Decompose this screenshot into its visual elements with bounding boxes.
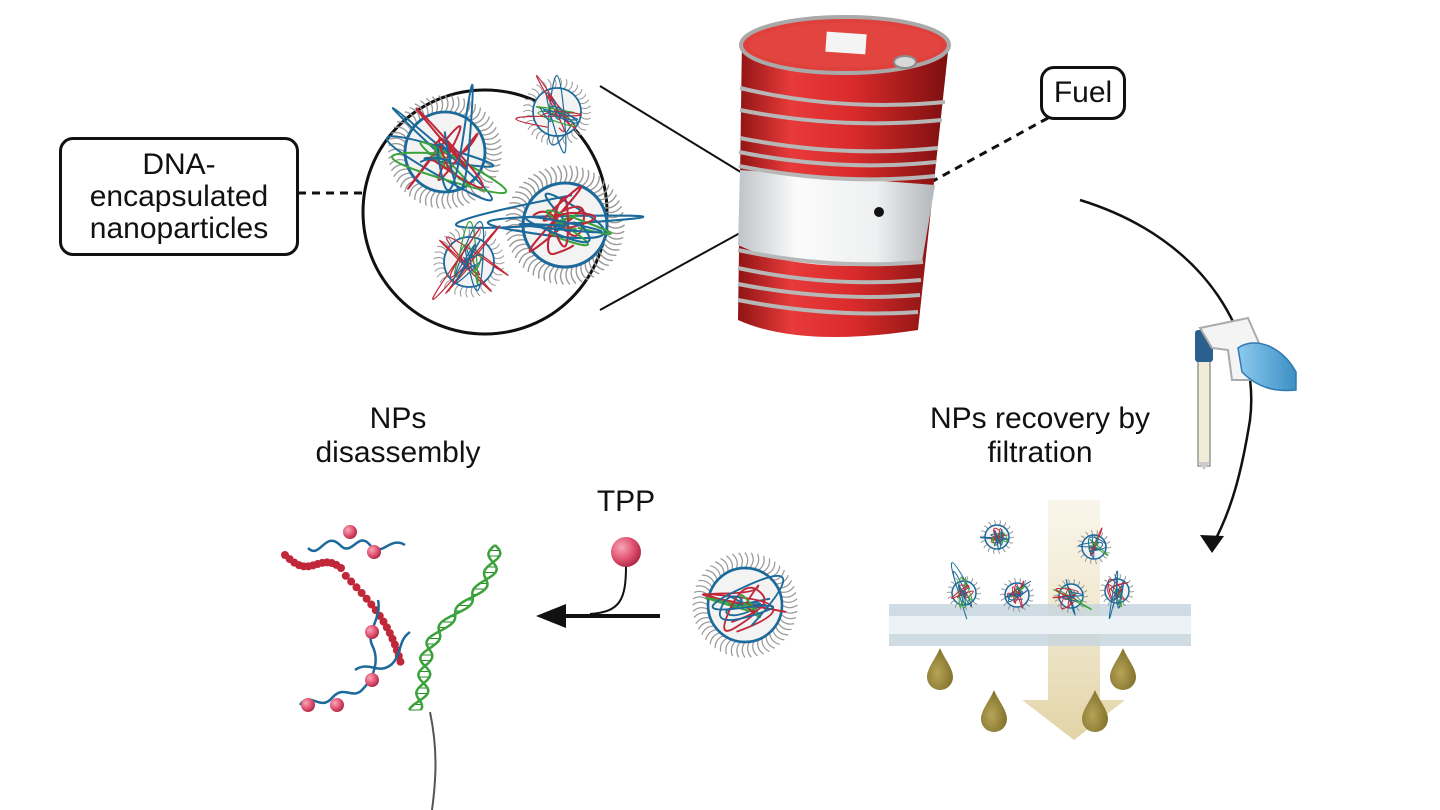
nanoparticle-icon [1052,578,1092,616]
disassembly-caption: NPs disassembly [298,402,498,470]
arrow-continue-down [429,711,437,810]
dna-label-line1: DNA- [142,147,216,181]
arrow-to-filtration [1079,198,1253,547]
filter-membrane-icon [889,500,1191,740]
oil-drop-icon [981,690,1007,732]
arrow-to-filtration-head [1200,535,1224,553]
nanoparticle-icon [692,552,798,658]
nanoparticle-icons [385,75,1135,658]
nanoparticle-icon [515,75,592,154]
recovery-line1: NPs recovery by [929,402,1151,435]
oil-drop-icon [1082,690,1108,732]
fuel-label-text: Fuel [1053,76,1113,109]
disassembled-components-icon [281,525,502,712]
recovery-line2: filtration [987,436,1093,469]
dna-nanoparticles-label: DNA- encapsulated nanoparticles [59,137,299,256]
tpp-label: TPP [596,485,656,518]
dna-label-line3: nanoparticles [89,211,269,245]
oil-drop-icon [927,648,953,690]
fuel-label: Fuel [1040,66,1126,120]
tpp-caption: TPP [580,485,672,519]
nanoparticle-icon [946,562,982,620]
disassembly-line2: disassembly [315,436,481,469]
nanoparticle-icon [1099,570,1135,620]
oil-drop-icon [1110,648,1136,690]
nanoparticle-icon [454,164,645,286]
dna-strand-icon [407,544,502,711]
disassembly-line1: NPs [369,402,427,435]
nanoparticle-icon [432,220,509,300]
pipette-hand-icon [1195,316,1297,470]
nanoparticle-icon [385,83,508,210]
fuel-drum-icon [737,15,951,338]
dna-label-line2: encapsulated [89,179,269,213]
nanoparticle-icon [979,519,1015,555]
tpp-molecule-icon [611,537,641,567]
oil-drop-icons [927,648,1136,732]
nanoparticle-icon [999,577,1035,613]
nanoparticle-icon [1076,527,1112,565]
tpp-feed-line [589,565,627,615]
arrow-to-disassembly-head [536,604,566,628]
recovery-caption: NPs recovery by filtration [900,402,1180,470]
